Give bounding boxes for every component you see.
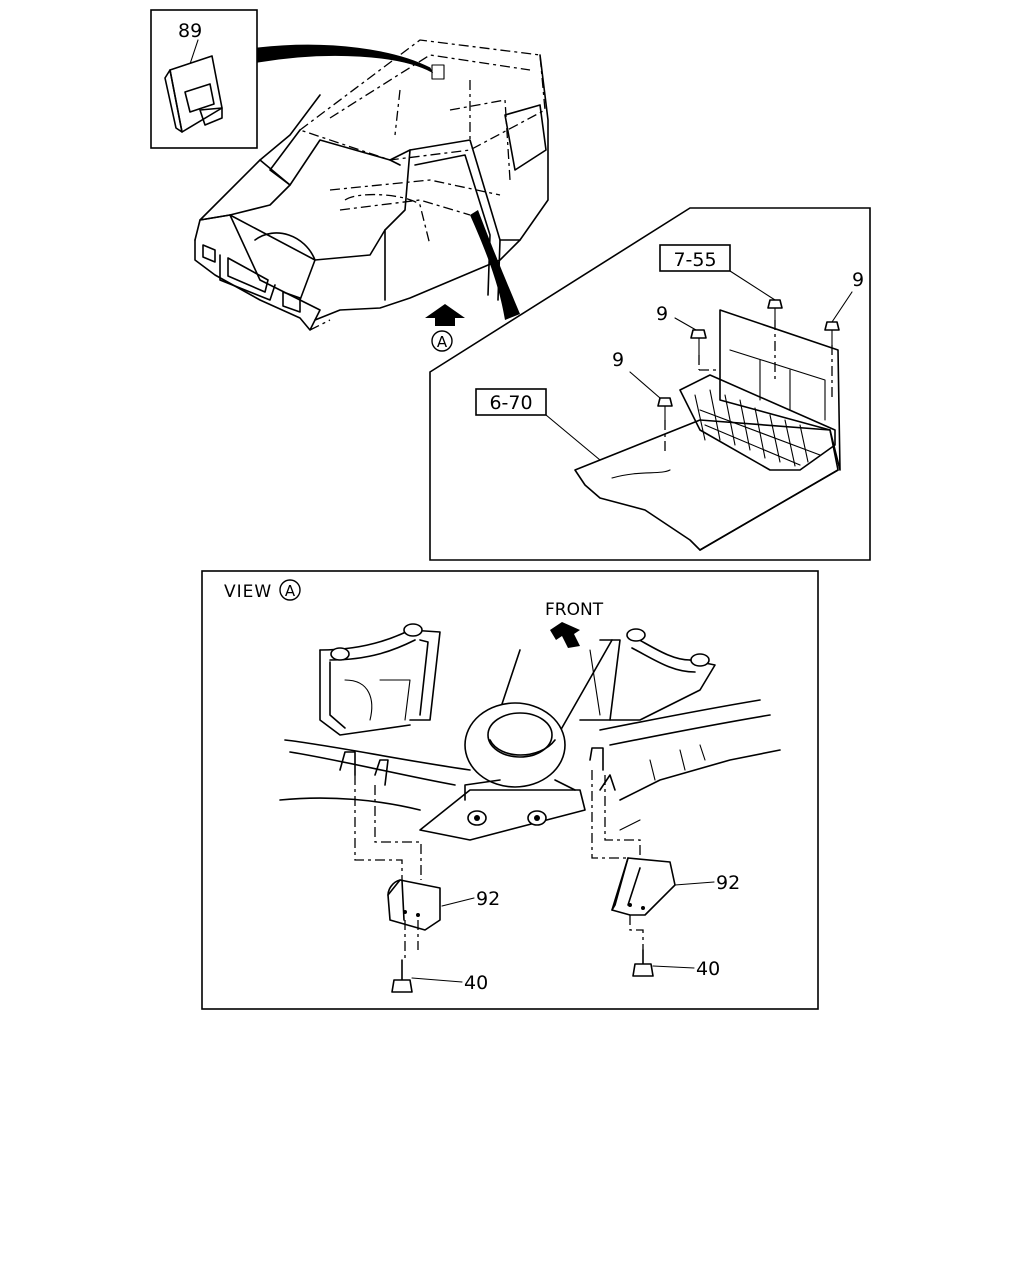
bolt-icon: [767, 299, 783, 380]
view-title: VIEW: [224, 582, 272, 602]
bolt-40-right-icon: [632, 949, 654, 977]
view-arrow-icon: [425, 304, 465, 326]
callout-40-right: 40: [696, 958, 720, 980]
svg-text:A: A: [437, 333, 448, 351]
view-a-marker: A: [431, 330, 453, 352]
bolt-icon: [824, 321, 840, 400]
svg-text:A: A: [285, 582, 296, 600]
bolt-icon: [690, 329, 720, 371]
left-frame-rails: [319, 623, 441, 736]
bolt-40-left-icon: [391, 959, 413, 993]
callout-92-right: 92: [716, 872, 740, 894]
callout-7-55: 7-55: [673, 249, 716, 271]
inset-89-box: 89: [150, 9, 258, 149]
bracket-92-right-icon: [611, 857, 676, 916]
front-label: FRONT: [545, 600, 604, 620]
front-arrow-icon: [550, 622, 580, 648]
callout-9-upper: 9: [656, 303, 668, 325]
leader-detail-box: [470, 210, 520, 320]
callout-92-left: 92: [476, 888, 500, 910]
bracket-92-left-icon: [387, 879, 441, 931]
leader-inset-89: [257, 44, 434, 74]
propeller-shaft: [464, 639, 613, 788]
detail-box: 6-70 7-55 9 9 9: [429, 207, 871, 561]
right-frame-rails: [579, 628, 716, 721]
callout-9-left: 9: [612, 349, 624, 371]
bolt-icon: [657, 397, 673, 455]
view-title-marker: A: [279, 579, 301, 601]
center-bearing-bracket: [419, 779, 586, 841]
clip-89-icon: [164, 55, 223, 133]
callout-6-70: 6-70: [489, 392, 532, 414]
callout-89: 89: [178, 20, 202, 42]
view-a-box: VIEW A FRONT: [201, 570, 819, 1010]
callout-9-right: 9: [852, 269, 864, 291]
callout-40-left: 40: [464, 972, 488, 994]
vehicle-body: [194, 39, 549, 331]
rear-floor-ribs: [679, 374, 836, 471]
